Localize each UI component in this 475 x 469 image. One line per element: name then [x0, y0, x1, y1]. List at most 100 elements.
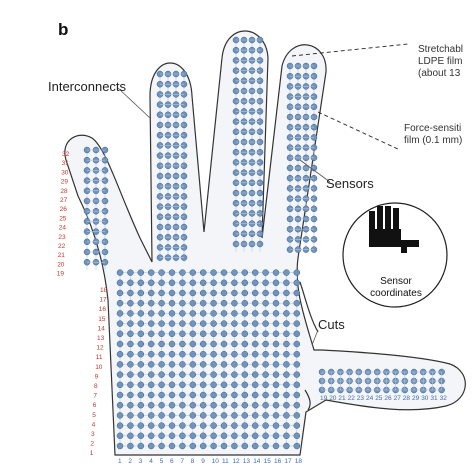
left-number: 11 [96, 354, 103, 361]
left-number: 17 [99, 297, 107, 304]
sensor-dot [116, 299, 124, 307]
sensor-dot [251, 350, 259, 358]
sensor-dot [116, 381, 124, 389]
sensor-dot [251, 310, 259, 317]
sensor-dot [127, 361, 134, 368]
bottom-number: 13 [243, 458, 251, 465]
sensor-dot [251, 299, 259, 307]
left-number: 10 [95, 364, 103, 371]
sensor-dot [189, 350, 197, 358]
sensor-dot [220, 299, 228, 307]
sensor-dot [293, 391, 301, 399]
sensor-dot [147, 371, 155, 378]
thumb-number: 27 [394, 395, 402, 402]
left-number: 15 [98, 316, 106, 323]
sensor-dot [251, 289, 259, 297]
sensor-coordinates-label: Sensor coordinates [360, 276, 432, 300]
sensor-dot [199, 289, 207, 297]
sensor-dot [199, 422, 207, 429]
stretchable-leader [291, 43, 409, 57]
sensor-dot [168, 361, 176, 368]
sensor-dot [210, 320, 217, 327]
left-number: 19 [57, 271, 65, 278]
sensor-dot [262, 340, 269, 348]
sensor-dot [293, 381, 301, 389]
thumb-number: 31 [430, 395, 438, 402]
sensor-dot [158, 279, 165, 287]
sensor-dot [210, 350, 217, 358]
sensor-dot [220, 381, 228, 389]
sensor-dot [127, 320, 134, 327]
sensor-dot [210, 340, 217, 348]
sensor-dot [210, 401, 217, 409]
sensor-dot [293, 289, 301, 297]
sensor-dot [231, 269, 238, 276]
sensor-dot [158, 310, 165, 317]
sensor-dot [293, 330, 301, 338]
sensor-dot [199, 391, 207, 399]
sensor-dot [168, 401, 176, 409]
sensor-dot [251, 432, 259, 440]
left-number: 20 [57, 261, 65, 268]
sensor-dot [283, 412, 290, 419]
finger-sensor-block [232, 36, 264, 252]
sensor-dot [168, 371, 176, 378]
left-number: 16 [99, 306, 107, 313]
left-number: 2 [90, 441, 94, 448]
sensor-dot [147, 330, 155, 338]
left-number: 4 [92, 421, 96, 428]
sensor-dot [231, 361, 238, 368]
sensor-dot [137, 412, 145, 419]
sensor-dot [199, 340, 207, 348]
sensor-dot [189, 422, 197, 429]
sensor-dot [199, 269, 207, 276]
sensor-dot [231, 401, 238, 409]
sensor-dot [241, 371, 249, 378]
sensor-dot [251, 412, 259, 419]
sensor-dot [272, 412, 280, 419]
sensor-dot [210, 432, 217, 440]
sensor-dot [283, 289, 290, 297]
bottom-number: 3 [139, 458, 143, 465]
thumb-number: 30 [421, 395, 429, 402]
bottom-number: 1 [118, 458, 122, 465]
stretchable-film-label: Stretchabl LDPE film (about 13 [418, 44, 463, 80]
sensor-dot [241, 442, 249, 450]
sensor-dot [283, 299, 290, 307]
sensor-dot [147, 401, 155, 409]
sensor-dot [158, 289, 165, 297]
sensor-dot [116, 269, 124, 276]
left-number: 22 [58, 243, 66, 250]
sensor-dot [116, 422, 124, 429]
sensor-dot [262, 310, 269, 317]
sensor-dot [231, 442, 238, 450]
sensor-dot [283, 320, 290, 327]
sensor-dot [127, 381, 134, 389]
sensor-dot [262, 330, 269, 338]
sensor-dot [127, 391, 134, 399]
sensor-dot [293, 412, 301, 419]
bottom-number: 17 [284, 458, 292, 465]
sensor-dot [220, 401, 228, 409]
sensor-dot [116, 391, 124, 399]
sensors-label: Sensors [326, 176, 374, 191]
sensor-dot [262, 391, 269, 399]
sensor-dot [116, 371, 124, 378]
sensor-dot [262, 279, 269, 287]
sensor-dot [283, 401, 290, 409]
sensor-dot [210, 381, 217, 389]
thumb-number: 19 [320, 395, 328, 402]
sensor-dot [199, 361, 207, 368]
sensor-dot [262, 289, 269, 297]
sensor-dot [251, 442, 259, 450]
sensor-dot [168, 381, 176, 389]
sensor-dot [283, 381, 290, 389]
sensor-dot [251, 381, 259, 389]
sensor-dot [241, 412, 249, 419]
sensor-dot [158, 361, 165, 368]
sensor-dot [158, 299, 165, 307]
left-number: 13 [97, 335, 105, 342]
sensor-dot [127, 371, 134, 378]
